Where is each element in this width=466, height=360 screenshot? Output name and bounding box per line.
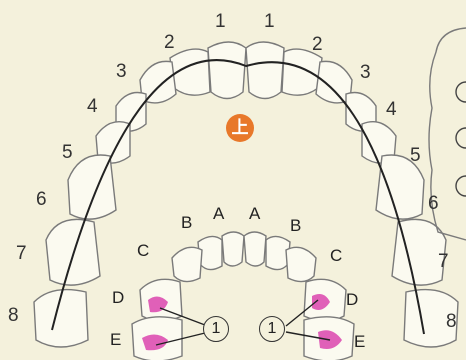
- upper-jaw-badge: 上: [226, 114, 254, 142]
- primary-letter-right-E: E: [354, 333, 365, 350]
- primary-tooth-right-C: [286, 247, 316, 281]
- neighbor-circle-2: [456, 128, 466, 148]
- primary-tooth-left-A: [222, 232, 244, 266]
- tooth-number-left-2: 2: [164, 33, 175, 52]
- primary-tooth-left-C: [172, 247, 202, 281]
- tooth-number-left-6: 6: [36, 190, 47, 209]
- primary-letter-left-C: C: [137, 242, 149, 259]
- primary-letter-right-B: B: [290, 217, 301, 234]
- permanent-tooth-left-1: [208, 42, 246, 99]
- tooth-number-left-8: 8: [8, 306, 19, 325]
- tooth-number-right-4: 4: [386, 100, 397, 119]
- permanent-tooth-left-6: [68, 155, 116, 219]
- primary-letter-left-E: E: [110, 331, 121, 348]
- tooth-number-left-7: 7: [16, 244, 27, 263]
- primary-tooth-right-A: [244, 232, 266, 266]
- primary-letter-right-D: D: [346, 291, 358, 308]
- permanent-tooth-right-1: [246, 42, 284, 99]
- tooth-number-upper-right-1: 1: [264, 12, 275, 31]
- tooth-number-right-3: 3: [360, 63, 371, 82]
- tooth-number-right-8: 8: [446, 312, 457, 331]
- permanent-tooth-right-2: [282, 49, 322, 95]
- primary-letter-right-A: A: [249, 205, 260, 222]
- tooth-number-right-2: 2: [312, 35, 323, 54]
- tooth-number-left-3: 3: [116, 62, 127, 81]
- neighbor-circle-1: [456, 82, 466, 102]
- callout-circle-right: 1: [259, 316, 285, 342]
- primary-letter-left-D: D: [112, 289, 124, 306]
- tooth-number-right-5: 5: [410, 146, 421, 165]
- callout-circle-left: 1: [203, 316, 229, 342]
- tooth-number-upper-left-1: 1: [215, 12, 226, 31]
- tooth-number-left-4: 4: [87, 97, 98, 116]
- tooth-number-left-5: 5: [62, 143, 73, 162]
- neighbor-circle-3: [456, 176, 466, 196]
- primary-letter-right-C: C: [330, 247, 342, 264]
- primary-letter-left-A: A: [213, 205, 224, 222]
- tooth-number-right-6: 6: [428, 194, 439, 213]
- tooth-number-right-7: 7: [438, 252, 449, 271]
- primary-letter-left-B: B: [181, 214, 192, 231]
